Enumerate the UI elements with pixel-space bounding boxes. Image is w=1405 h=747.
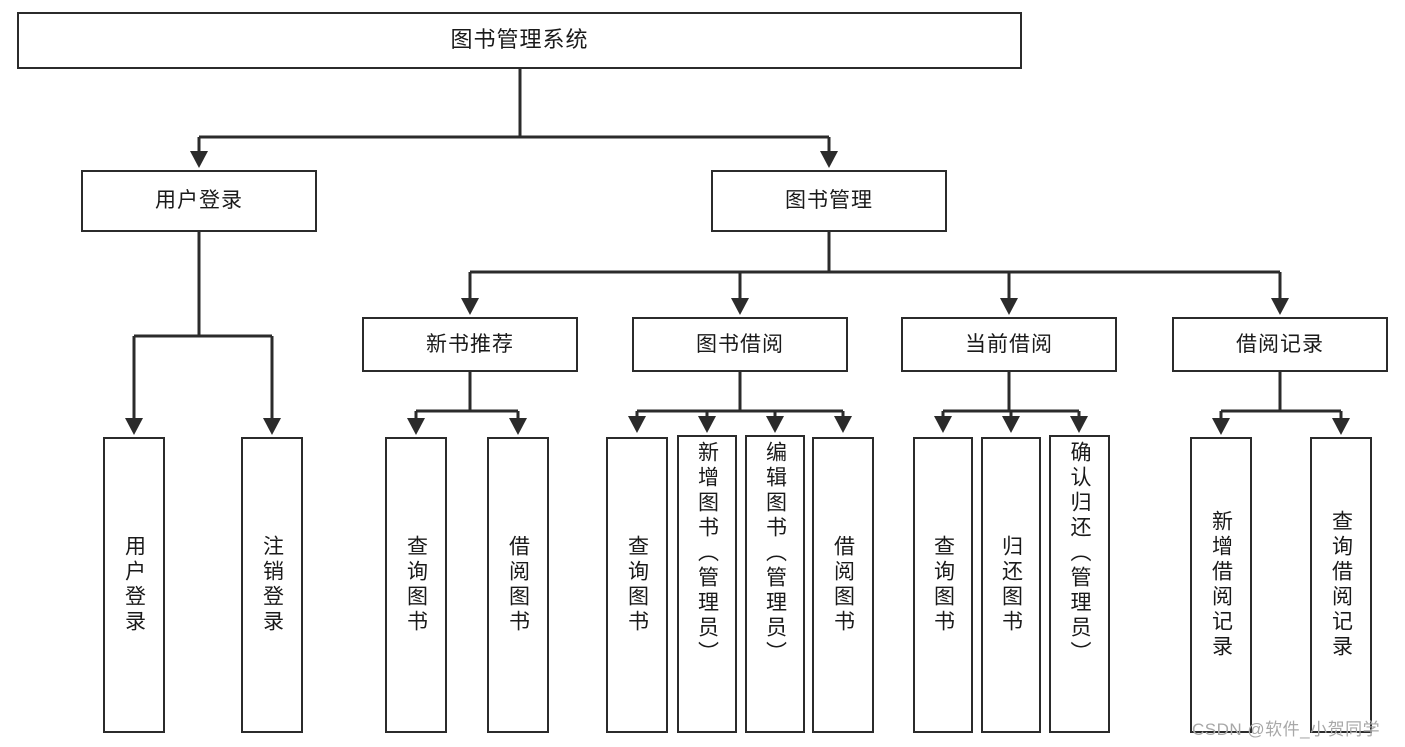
node-root[interactable]: 图书管理系统 (17, 12, 1022, 69)
arrow-head-c-borrow-record-0 (1212, 418, 1230, 435)
node-l-borrow-edit-book[interactable]: 编辑图书（管理员） (745, 435, 805, 733)
node-l-borrow-borrow-book[interactable]: 借阅图书 (812, 437, 874, 733)
node-label: 用户登录 (122, 535, 146, 635)
arrow-head-c-current-borrow-1 (1002, 416, 1020, 433)
node-label: 用户登录 (155, 189, 243, 213)
node-label: 图书管理 (785, 189, 873, 213)
node-l-rec-query-record[interactable]: 查询借阅记录 (1310, 437, 1372, 733)
node-l-borrow-add-book[interactable]: 新增图书（管理员） (677, 435, 737, 733)
watermark-label: CSDN @软件_小贺同学 (1192, 720, 1381, 739)
node-n-current-borrow[interactable]: 当前借阅 (901, 317, 1117, 372)
arrow-head-c-root-1 (820, 151, 838, 168)
node-label: 归还图书 (999, 535, 1023, 635)
arrow-head-c-book-manage-0 (461, 298, 479, 315)
arrow-head-c-root-0 (190, 151, 208, 168)
arrow-head-c-new-book-rec-1 (509, 418, 527, 435)
node-label: 图书借阅 (696, 332, 784, 356)
node-l-cur-query-book[interactable]: 查询图书 (913, 437, 973, 733)
arrow-head-c-book-borrow-3 (834, 416, 852, 433)
node-n-book-borrow[interactable]: 图书借阅 (632, 317, 848, 372)
node-label: 借阅图书 (506, 535, 530, 635)
node-label: 确认归还（管理员） (1068, 441, 1091, 666)
arrow-head-c-book-manage-1 (731, 298, 749, 315)
node-l-user-login[interactable]: 用户登录 (103, 437, 165, 733)
node-label: 借阅记录 (1236, 332, 1324, 356)
node-l-rec-borrow-book[interactable]: 借阅图书 (487, 437, 549, 733)
node-label: 新增借阅记录 (1209, 510, 1233, 660)
node-n-borrow-record[interactable]: 借阅记录 (1172, 317, 1388, 372)
node-label: 注销登录 (260, 535, 284, 635)
node-l-borrow-query-book[interactable]: 查询图书 (606, 437, 668, 733)
node-l-cur-confirm-return[interactable]: 确认归还（管理员） (1049, 435, 1110, 733)
arrow-head-c-book-manage-3 (1271, 298, 1289, 315)
node-label: 新增图书（管理员） (695, 441, 719, 666)
node-n-new-book-rec[interactable]: 新书推荐 (362, 317, 578, 372)
arrow-head-c-user-login-0 (125, 418, 143, 435)
node-label: 新书推荐 (426, 332, 514, 356)
arrow-head-c-current-borrow-2 (1070, 416, 1088, 433)
node-l-rec-add-record[interactable]: 新增借阅记录 (1190, 437, 1252, 733)
node-n-user-login[interactable]: 用户登录 (81, 170, 317, 232)
node-label: 编辑图书（管理员） (763, 441, 787, 666)
node-label: 借阅图书 (831, 535, 855, 635)
node-l-cur-return-book[interactable]: 归还图书 (981, 437, 1041, 733)
node-l-rec-query-book[interactable]: 查询图书 (385, 437, 447, 733)
node-l-user-logout[interactable]: 注销登录 (241, 437, 303, 733)
arrow-head-c-book-manage-2 (1000, 298, 1018, 315)
arrow-head-c-borrow-record-1 (1332, 418, 1350, 435)
node-label: 当前借阅 (965, 332, 1053, 356)
node-label: 查询借阅记录 (1329, 510, 1353, 660)
node-label: 查询图书 (404, 535, 428, 635)
node-label: 图书管理系统 (450, 27, 589, 53)
arrow-head-c-new-book-rec-0 (407, 418, 425, 435)
arrow-head-c-book-borrow-2 (766, 416, 784, 433)
arrow-head-c-current-borrow-0 (934, 416, 952, 433)
arrow-head-c-user-login-1 (263, 418, 281, 435)
node-label: 查询图书 (625, 535, 649, 635)
node-n-book-manage[interactable]: 图书管理 (711, 170, 947, 232)
node-label: 查询图书 (931, 535, 955, 635)
arrow-head-c-book-borrow-1 (698, 416, 716, 433)
arrow-head-c-book-borrow-0 (628, 416, 646, 433)
